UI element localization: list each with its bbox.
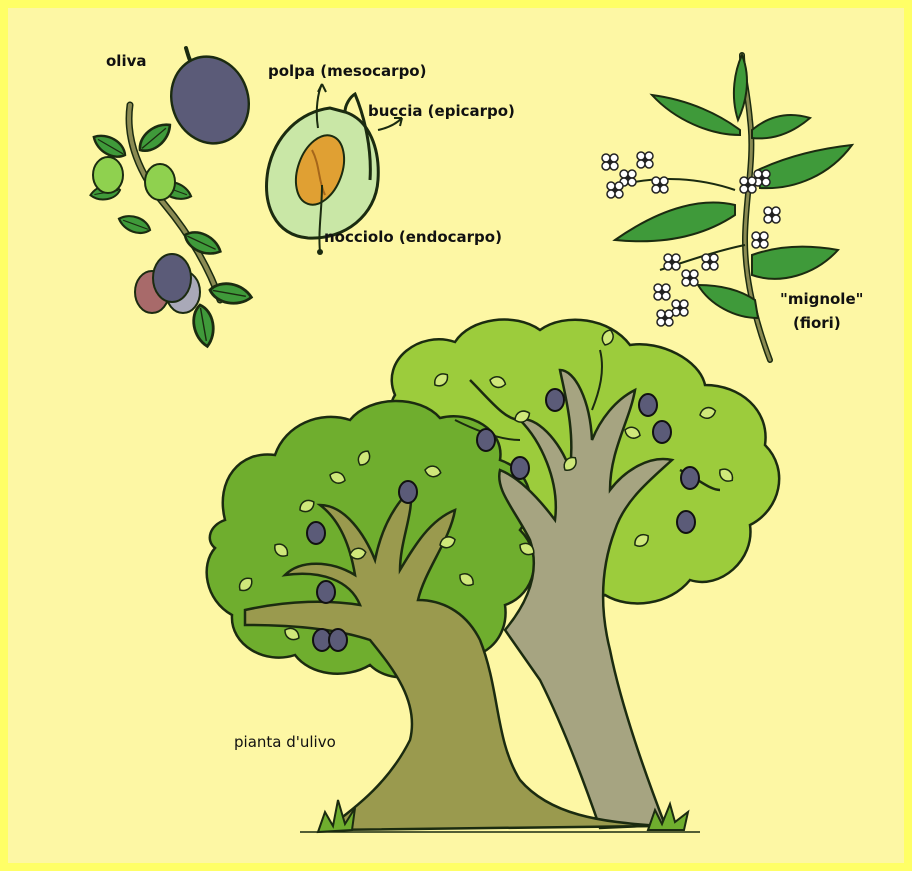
label-flowers: "mignole" bbox=[780, 290, 863, 308]
label-tree: pianta d'ulivo bbox=[234, 733, 336, 751]
label-pit: nocciolo (endocarpo) bbox=[324, 228, 502, 246]
label-pulp: polpa (mesocarpo) bbox=[268, 62, 426, 80]
label-skin: buccia (epicarpo) bbox=[368, 102, 515, 120]
single-olive bbox=[159, 46, 261, 155]
olive-branch bbox=[89, 105, 253, 348]
label-flowers-sub: (fiori) bbox=[793, 314, 841, 332]
grass-tuft-left bbox=[318, 800, 355, 832]
label-olive: oliva bbox=[106, 52, 147, 70]
